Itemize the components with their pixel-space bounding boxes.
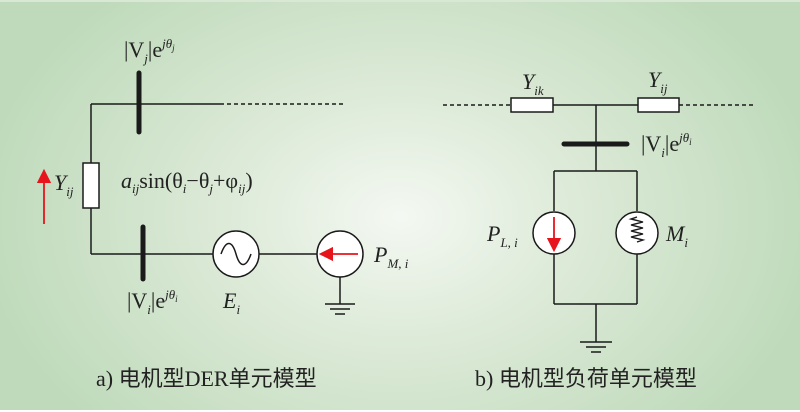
mechanical-power-label: PM, i bbox=[373, 242, 409, 271]
admittance-yij bbox=[637, 97, 680, 113]
motor-label: Mi bbox=[665, 221, 688, 250]
caption-b: b) 电机型负荷单元模型 bbox=[475, 366, 697, 391]
motor-coil-icon bbox=[628, 216, 646, 243]
admittance-yik bbox=[510, 97, 554, 113]
load-power-label: PL, i bbox=[486, 221, 518, 250]
sine-wave-icon bbox=[220, 242, 252, 266]
power-flow-expression: aijsin(θi−θj+φij) bbox=[121, 168, 253, 196]
admittance-yij-label: Yij bbox=[648, 67, 668, 96]
bus-i-voltage-label: |Vi|ejθi bbox=[641, 130, 692, 160]
admittance-yij bbox=[82, 162, 100, 209]
ground-icon bbox=[580, 341, 612, 353]
diagram-a bbox=[36, 70, 364, 315]
diagram-b bbox=[443, 97, 754, 353]
caption-a: a) 电机型DER单元模型 bbox=[96, 366, 317, 391]
admittance-yik-label: Yik bbox=[522, 69, 544, 98]
admittance-yij-label: Yij bbox=[54, 170, 74, 199]
ground-icon bbox=[325, 303, 355, 315]
bus-i-voltage-label: |Vi|ejθi bbox=[127, 287, 178, 317]
bus-j-voltage-label: |Vj|ejθj bbox=[124, 36, 175, 66]
source-emf-label: Ei bbox=[222, 288, 240, 317]
